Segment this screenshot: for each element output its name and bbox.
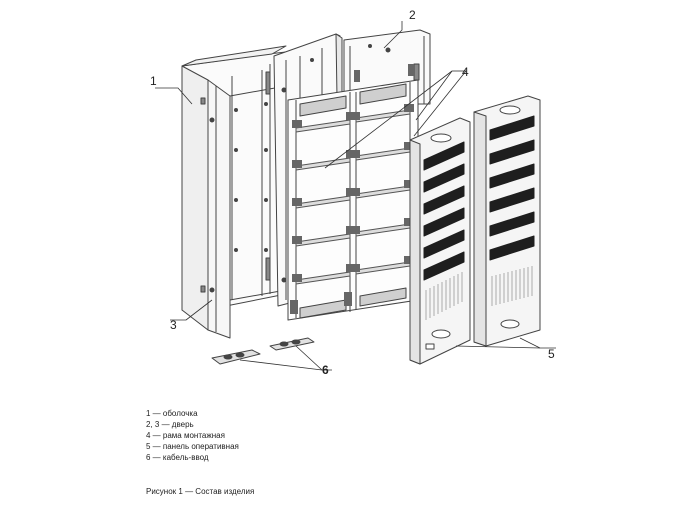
- figure-caption: Рисунок 1 — Состав изделия: [146, 487, 255, 496]
- legend-item: 5 — панель оперативная: [146, 442, 239, 451]
- legend-item: 4 — рама монтажная: [146, 431, 225, 440]
- callout-2: 2: [409, 8, 416, 22]
- callout-1: 1: [150, 74, 157, 88]
- leader-lines: [155, 21, 556, 371]
- mounting-frame: [287, 64, 419, 321]
- callout-4: 4: [462, 65, 469, 79]
- legend: 1 — оболочка 2, 3 — дверь 4 — рама монта…: [146, 408, 239, 463]
- legend-item: 2, 3 — дверь: [146, 420, 194, 429]
- cable-entry-left: [211, 349, 261, 365]
- operating-panel-front: [409, 117, 471, 365]
- legend-item: 1 — оболочка: [146, 409, 198, 418]
- callout-3: 3: [170, 318, 177, 332]
- callout-5: 5: [548, 347, 555, 361]
- cable-entry-right: [269, 337, 315, 351]
- legend-item: 6 — кабель-ввод: [146, 453, 209, 462]
- callout-6: 6: [322, 363, 329, 377]
- enclosure-body: [181, 45, 287, 339]
- operating-panel-rear: [473, 95, 541, 347]
